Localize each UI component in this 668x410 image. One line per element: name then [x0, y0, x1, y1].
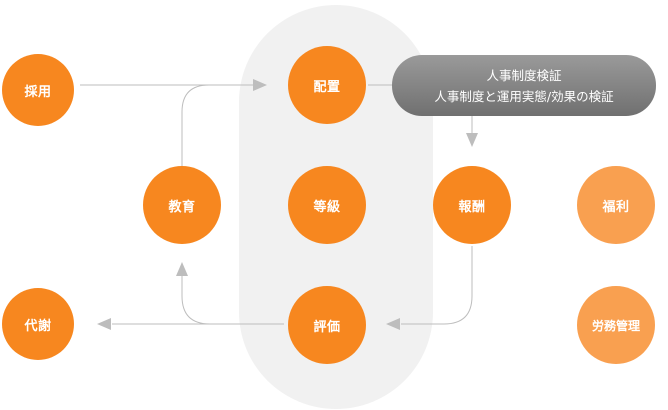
node-fukuri-label: 福利: [602, 199, 630, 215]
callout-jinji-seido-kensho: 人事制度検証 人事制度と運用実態/効果の検証: [392, 55, 656, 116]
node-kyoiku: 教育: [143, 166, 221, 244]
node-taisha: 代謝: [2, 288, 74, 360]
node-hyoka: 評価: [288, 286, 366, 364]
arrowhead-to-taisha: [97, 318, 111, 330]
node-hyoka-label: 評価: [313, 319, 341, 335]
connector-kyoiku-to-haichi: [181, 84, 254, 166]
callout-line-2: 人事制度と運用実態/効果の検証: [434, 88, 614, 104]
node-haichi-label: 配置: [313, 79, 341, 95]
node-hoshu-label: 報酬: [458, 199, 486, 215]
connector-hoshu-to-hyoka: [401, 246, 473, 325]
callout-line-1: 人事制度検証: [486, 67, 562, 83]
arrowhead-to-hoshu: [466, 133, 478, 147]
node-tokyu: 等級: [288, 166, 366, 244]
node-fukuri: 福利: [577, 166, 655, 244]
arrowhead-to-haichi: [253, 79, 267, 91]
arrowhead-to-hyoka: [386, 318, 400, 330]
node-tokyu-label: 等級: [313, 199, 341, 215]
node-saiyo: 採用: [2, 54, 74, 126]
node-saiyo-label: 採用: [24, 84, 52, 100]
arrowhead-to-kyoiku: [176, 262, 188, 276]
node-taisha-label: 代謝: [24, 318, 52, 334]
node-romu-label: 労務管理: [591, 318, 640, 333]
node-haichi: 配置: [288, 46, 366, 124]
node-romu: 労務管理: [577, 286, 655, 364]
node-hoshu: 報酬: [433, 166, 511, 244]
node-kyoiku-label: 教育: [168, 199, 196, 215]
